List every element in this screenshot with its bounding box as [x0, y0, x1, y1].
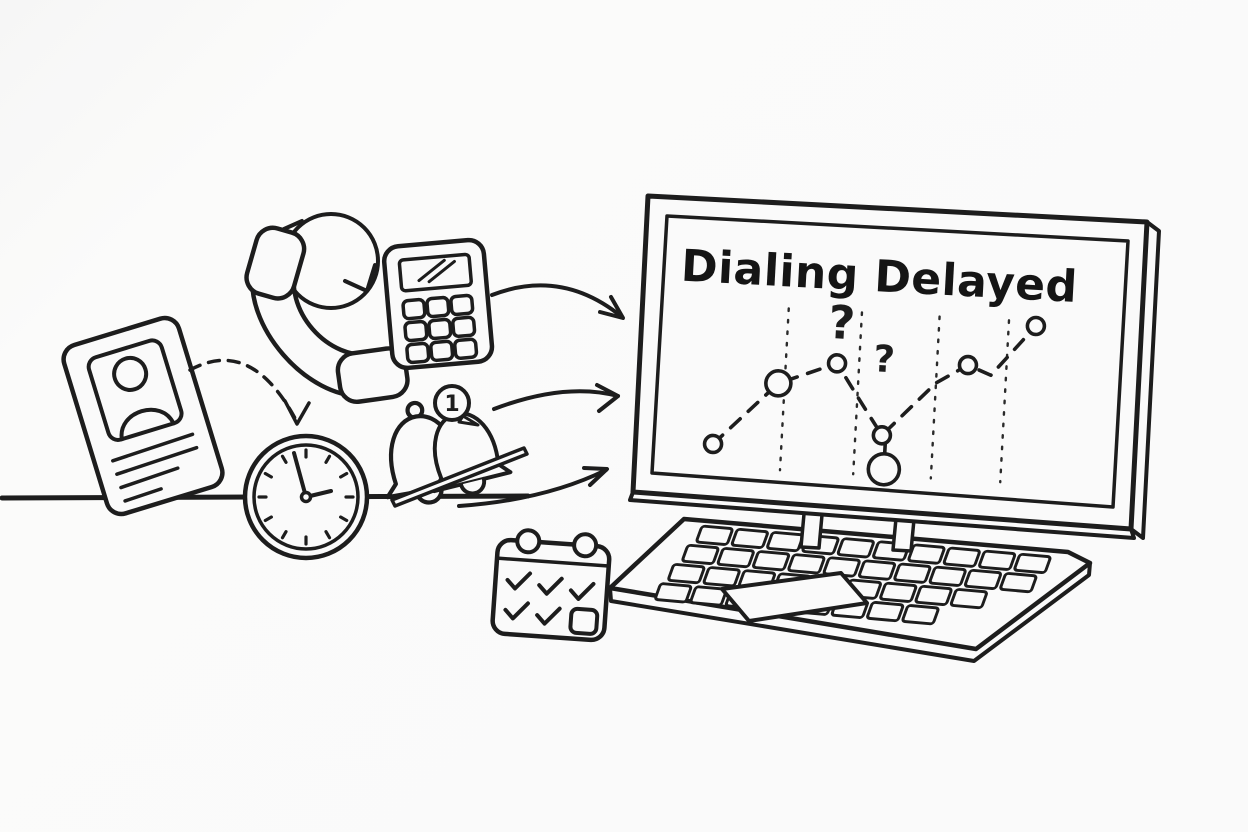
clock-ticks	[257, 448, 355, 546]
notification-badge: 1	[433, 384, 480, 427]
calculator-keys	[401, 293, 479, 365]
flow-arrow-top	[490, 283, 625, 320]
flow-arrow-middle	[492, 383, 620, 413]
clock-inner-rim	[252, 443, 360, 551]
card-text-lines	[111, 432, 199, 503]
screen-content: Dialing Delayed ??	[680, 241, 1079, 487]
calendar-header-line	[497, 556, 609, 568]
bell-base-swoosh	[390, 446, 529, 508]
redial-phone-icon	[244, 212, 410, 405]
laptop-base-edge	[608, 561, 1092, 663]
clock-center	[299, 490, 313, 504]
flow-arrow-bottom	[457, 466, 609, 508]
refresh-arrowhead-right	[343, 263, 377, 293]
flow-arrows	[457, 283, 625, 508]
badge-circle	[433, 384, 471, 422]
laptop-trackpad	[720, 571, 869, 623]
svg-text:?: ?	[827, 295, 857, 350]
svg-text:?: ?	[872, 337, 896, 381]
delay-trend-chart: ??	[702, 295, 1047, 487]
person-avatar-head	[112, 355, 149, 392]
monitor-screen	[650, 214, 1130, 509]
handset-mouthpiece	[335, 346, 410, 405]
calculator-display	[397, 252, 473, 293]
person-avatar-shoulders	[119, 407, 176, 442]
dashed-arrow-shaft	[188, 358, 299, 424]
laptop-computer-icon	[607, 193, 1161, 663]
phone-handset-icon	[244, 225, 410, 405]
calendar-ring-right	[572, 532, 599, 559]
notification-bells-icon: 1	[385, 384, 529, 508]
calendar-ring-left	[515, 528, 542, 555]
calculator-icon	[381, 237, 495, 371]
clock-minute-hand	[292, 451, 308, 499]
dashed-arrow-head	[283, 399, 311, 426]
dashed-curved-arrow	[188, 358, 311, 426]
clock-icon	[242, 433, 370, 561]
contact-card-icon	[61, 315, 225, 517]
handset-earpiece	[244, 225, 307, 301]
calendar-checklist-icon	[490, 528, 612, 643]
calendar-checkmarks	[503, 571, 600, 636]
calendar-empty-checkbox	[568, 606, 600, 636]
badge-count: 1	[444, 392, 459, 417]
